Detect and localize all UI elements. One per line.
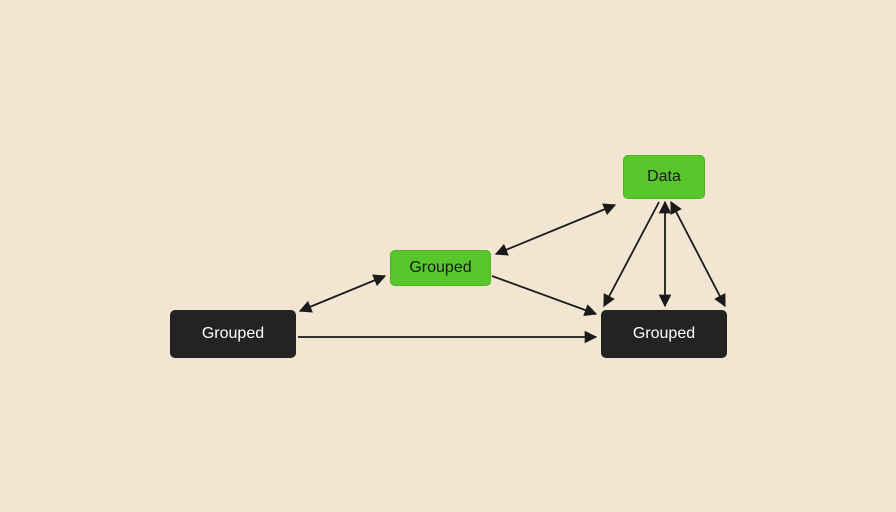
node-label: Grouped: [632, 325, 696, 342]
node-label: Grouped: [409, 259, 472, 276]
node-label: Grouped: [201, 325, 265, 342]
edge-data-right-c: [670, 200, 726, 308]
edge-middle-right: [491, 275, 598, 317]
node-grouped-left: Grouped: [170, 310, 296, 358]
node-label: Data: [647, 168, 681, 185]
edge-left-middle: [298, 274, 387, 313]
node-grouped-right: Grouped: [601, 310, 727, 358]
node-data: Data: [623, 155, 705, 199]
edge-data-right-a: [603, 201, 660, 308]
node-grouped-middle: Grouped: [390, 250, 491, 286]
edge-middle-data: [494, 203, 617, 256]
